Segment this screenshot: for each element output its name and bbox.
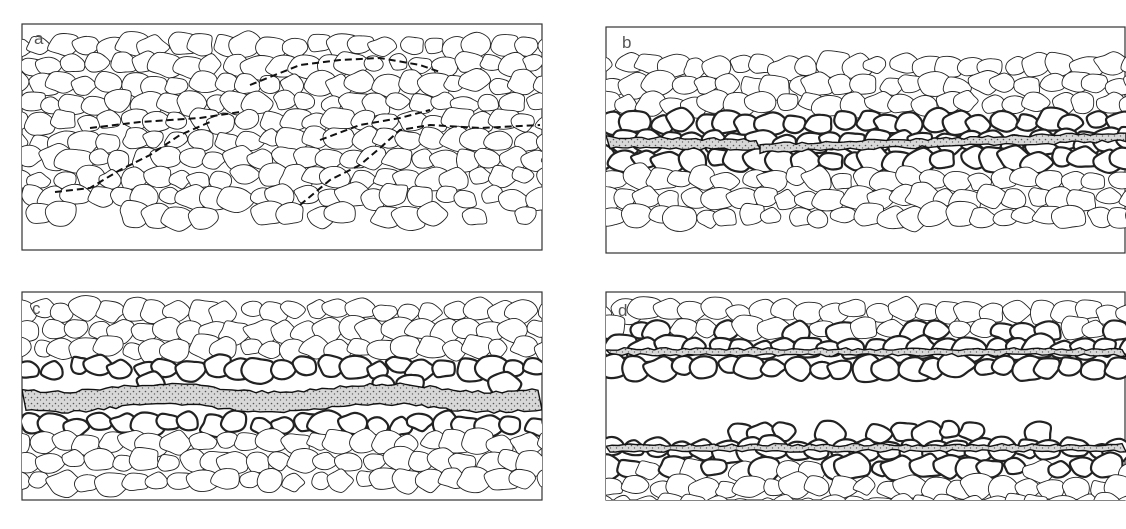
grain — [478, 94, 499, 111]
grain — [425, 38, 443, 54]
grain — [537, 469, 559, 487]
grain — [828, 74, 852, 95]
grain — [499, 417, 520, 435]
grain — [713, 209, 736, 226]
grain — [549, 318, 576, 340]
grain — [850, 317, 876, 339]
grain — [122, 473, 148, 490]
grain — [323, 128, 355, 149]
grain — [538, 38, 560, 55]
grain — [940, 421, 959, 438]
grain — [754, 187, 777, 206]
grain — [50, 110, 75, 129]
grain — [1087, 111, 1107, 127]
grain — [129, 447, 158, 470]
grain — [690, 356, 717, 378]
grain — [150, 146, 181, 168]
panel-b-grains — [586, 51, 1126, 232]
grain — [662, 206, 696, 232]
grain — [992, 356, 1015, 375]
grain — [84, 448, 115, 470]
grain — [335, 453, 362, 471]
grain — [830, 207, 856, 223]
grain — [454, 190, 476, 208]
grain — [241, 301, 262, 316]
grain — [259, 75, 280, 93]
grain — [590, 495, 613, 516]
grain — [777, 94, 798, 111]
grain — [18, 361, 39, 377]
grain — [436, 186, 457, 202]
grain — [1051, 205, 1085, 228]
grain — [2, 472, 30, 491]
panel-d-label: d — [618, 302, 627, 319]
grain — [600, 478, 622, 495]
grain — [797, 498, 818, 515]
grain — [523, 358, 545, 374]
grain — [861, 498, 895, 519]
grain — [241, 358, 273, 384]
grain — [544, 90, 571, 115]
grain — [538, 303, 560, 321]
grain — [834, 111, 856, 129]
grain — [734, 356, 764, 379]
grain — [544, 190, 567, 208]
grain — [544, 455, 570, 474]
grain — [731, 499, 752, 514]
grain — [1044, 496, 1078, 521]
grain — [1081, 360, 1106, 380]
grain — [541, 149, 566, 166]
grain — [87, 413, 112, 430]
grain — [234, 433, 258, 451]
grain — [1048, 461, 1070, 477]
grain — [177, 411, 198, 430]
panel-a-label: a — [34, 30, 43, 47]
grain — [783, 116, 805, 134]
grain — [1024, 494, 1048, 516]
grain — [679, 494, 706, 515]
grain — [831, 173, 851, 189]
panel-b-label: b — [622, 34, 631, 51]
grain — [1016, 114, 1038, 130]
grain — [1071, 92, 1094, 114]
grain — [320, 108, 355, 130]
grain — [544, 355, 573, 377]
grain — [827, 361, 851, 379]
grain — [462, 208, 487, 225]
grain — [157, 454, 179, 471]
grain — [432, 360, 454, 377]
grain — [1081, 173, 1104, 190]
panel-a-grains — [2, 31, 572, 232]
grain — [542, 413, 565, 430]
grain — [108, 150, 129, 171]
grain — [1058, 357, 1081, 375]
grain — [807, 210, 827, 228]
grain — [701, 459, 727, 475]
grain — [930, 150, 954, 168]
panel-c-label: c — [32, 300, 41, 317]
grain — [549, 55, 572, 70]
grain — [850, 74, 876, 94]
grain — [1107, 208, 1126, 229]
grain — [537, 432, 558, 449]
